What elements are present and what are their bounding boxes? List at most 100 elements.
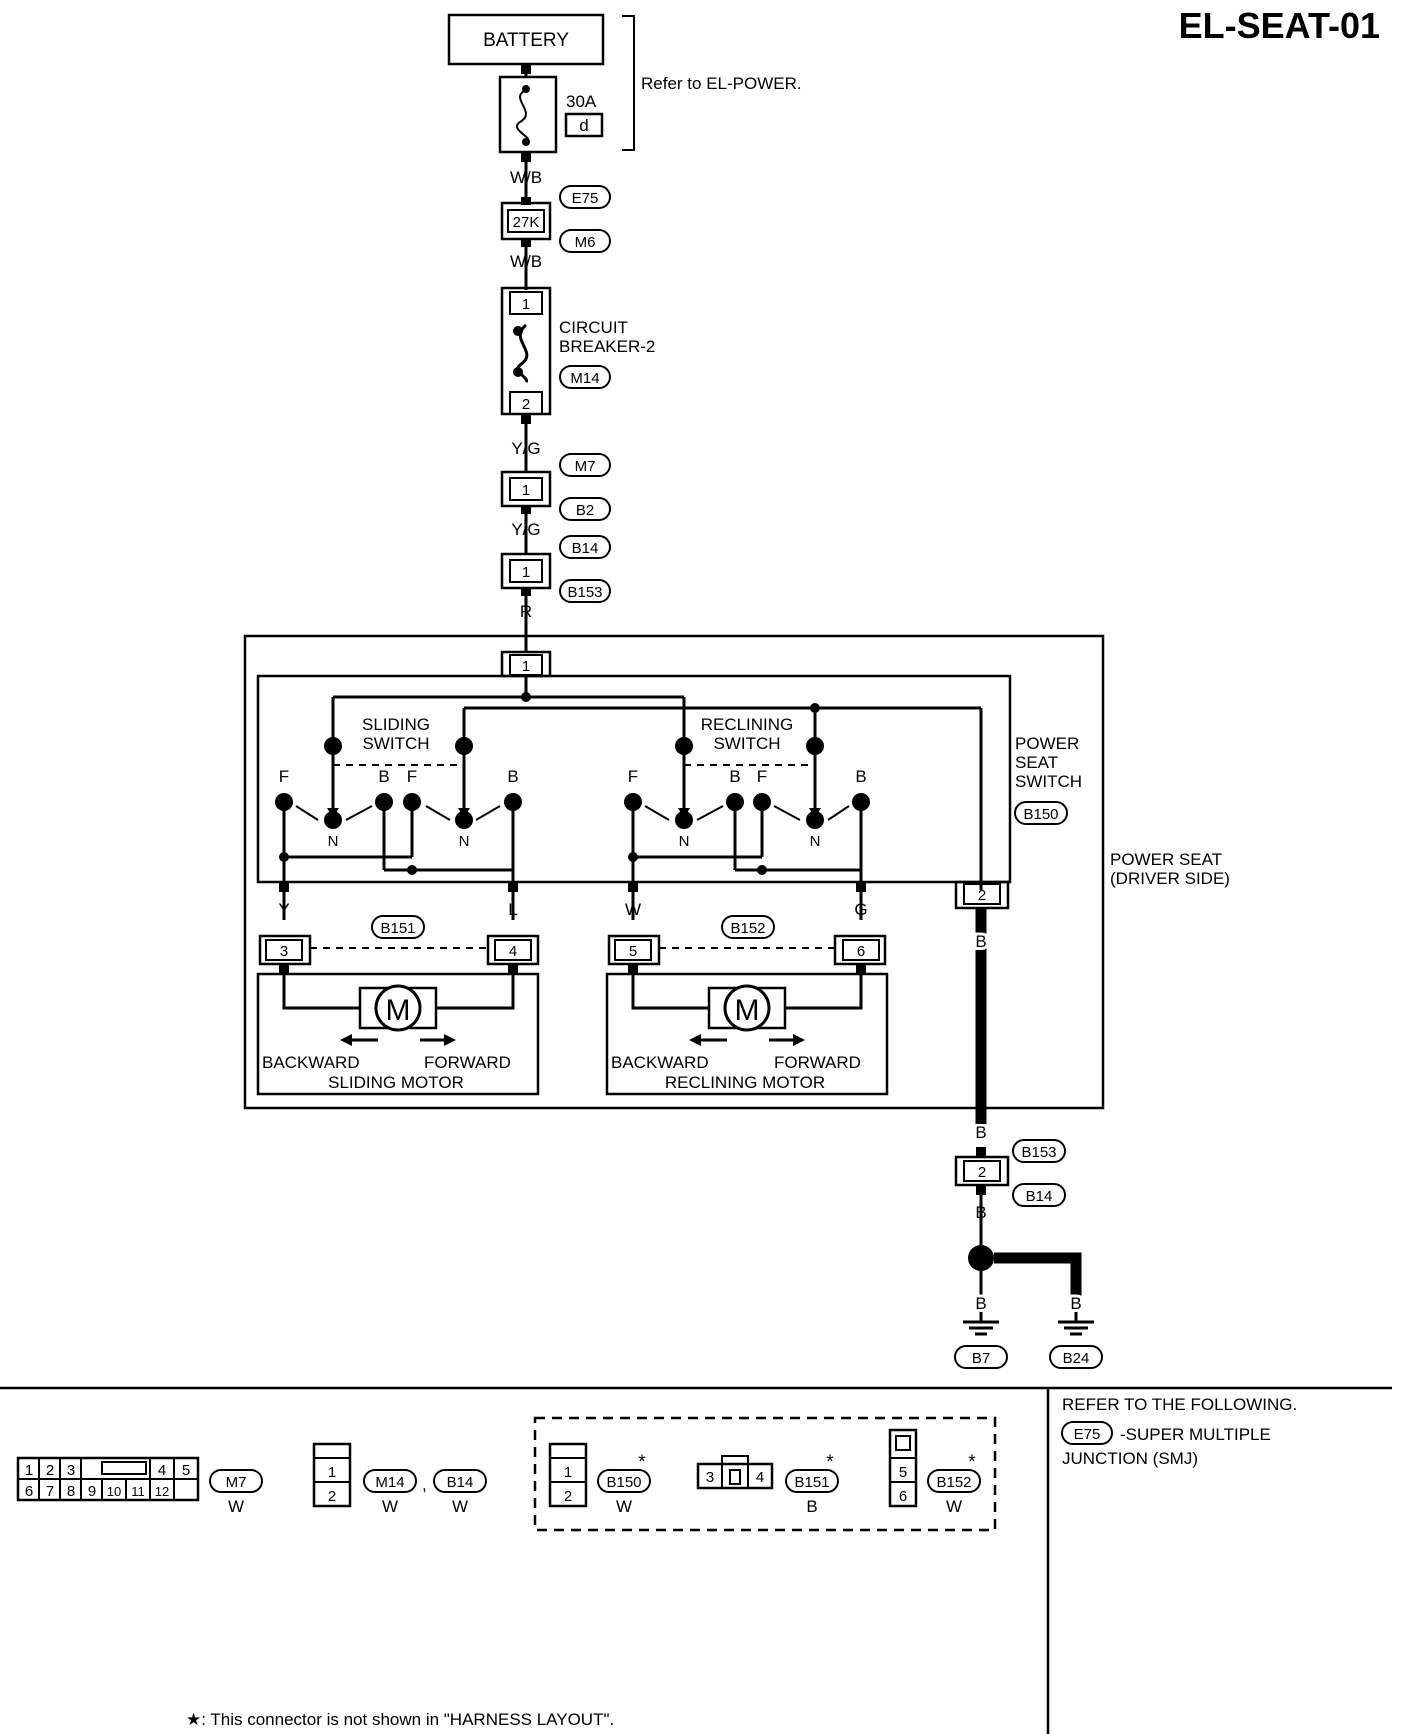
- svg-text:B: B: [806, 1497, 817, 1516]
- svg-text:B151: B151: [794, 1474, 829, 1491]
- pin-label: 27K: [513, 214, 540, 231]
- svg-text:*: *: [826, 1452, 834, 1473]
- svg-text:B152: B152: [936, 1474, 971, 1491]
- legend-m14-b14-connector: 1 2 M14 , B14 W W: [312, 1442, 487, 1516]
- sliding-n1: N: [328, 833, 339, 850]
- sliding-motor-name: SLIDING MOTOR: [328, 1073, 464, 1092]
- pin-label: 1: [522, 564, 530, 581]
- badge-m14: M14: [559, 365, 611, 389]
- svg-text:*: *: [638, 1452, 646, 1473]
- legend-m7-connector: 1 2 3 4 5 6 7 8 9 10 11 12 M7 W: [16, 1456, 263, 1516]
- connector-b14-b153: 1: [500, 552, 552, 596]
- pin-label: 1: [522, 658, 530, 675]
- battery-label: BATTERY: [483, 30, 569, 51]
- svg-text:W: W: [616, 1497, 632, 1516]
- badge-m6: M6: [559, 229, 611, 253]
- svg-text:W: W: [452, 1497, 468, 1516]
- svg-text:2: 2: [564, 1488, 572, 1505]
- reclining-backward: BACKWARD: [611, 1053, 709, 1072]
- ground-b24: B24: [1049, 1320, 1103, 1369]
- reclining-motor: M BACKWARD FORWARD RECLINING MOTOR: [605, 972, 889, 1096]
- pin-label: 5: [629, 943, 637, 960]
- badge-b14: B14: [559, 535, 611, 559]
- reclining-switch-label-1: RECLINING: [701, 715, 794, 734]
- legend-b151-connector: 3 4 B151 * B: [696, 1452, 839, 1516]
- pin-label: 4: [509, 943, 517, 960]
- power-seat-label-1: POWER SEAT: [1110, 850, 1222, 869]
- svg-text:M7: M7: [575, 458, 596, 475]
- pin-label: 3: [280, 943, 288, 960]
- reclining-n2: N: [810, 833, 821, 850]
- svg-text:B150: B150: [606, 1474, 641, 1491]
- sliding-b2: B: [507, 767, 518, 786]
- switch-label-3: SWITCH: [1015, 772, 1082, 791]
- sliding-backward: BACKWARD: [262, 1053, 360, 1072]
- badge-b152: B152: [721, 915, 775, 939]
- svg-text:1: 1: [328, 1464, 336, 1481]
- svg-text:5: 5: [182, 1462, 190, 1479]
- svg-text:8: 8: [67, 1483, 75, 1500]
- svg-text:11: 11: [131, 1484, 145, 1499]
- svg-text:M14: M14: [570, 370, 599, 387]
- legend-b150-connector: 1 2 B150 * W: [548, 1442, 651, 1516]
- svg-text:6: 6: [899, 1488, 907, 1505]
- refer-bracket: [622, 15, 635, 151]
- connector-e75-m6: 27K: [500, 197, 552, 247]
- badge-b153: B153: [559, 579, 611, 603]
- wire-color: B: [975, 932, 986, 951]
- svg-text:4: 4: [756, 1469, 764, 1486]
- svg-text:9: 9: [88, 1483, 96, 1500]
- svg-text:B153: B153: [567, 584, 602, 601]
- battery: BATTERY: [447, 13, 605, 66]
- badge-m7: M7: [559, 453, 611, 477]
- wire-color: W: [625, 900, 641, 919]
- svg-text:B7: B7: [972, 1350, 990, 1367]
- svg-text:7: 7: [46, 1483, 54, 1500]
- sliding-motor: M BACKWARD FORWARD SLIDING MOTOR: [256, 972, 540, 1096]
- sliding-f2: F: [407, 767, 417, 786]
- wire-color: Y: [278, 900, 289, 919]
- svg-text:*: *: [968, 1452, 976, 1473]
- wire-color: Y/G: [511, 439, 540, 458]
- refer-power-note: Refer to EL-POWER.: [641, 74, 802, 93]
- circuit-breaker-2: 1 2 CIRCUIT BREAKER-2: [500, 286, 655, 416]
- svg-text:12: 12: [155, 1484, 169, 1499]
- wire-color: W/B: [510, 252, 542, 271]
- svg-text:B152: B152: [730, 920, 765, 937]
- pin-label: 2: [978, 887, 986, 904]
- pin-label: 2: [978, 1164, 986, 1181]
- refer-text-2: JUNCTION (SMJ): [1062, 1449, 1198, 1468]
- svg-text:B14: B14: [572, 540, 599, 557]
- badge-b153-ground: B153: [1012, 1139, 1066, 1163]
- switch-label-1: POWER: [1015, 734, 1079, 753]
- svg-text:3: 3: [67, 1462, 75, 1479]
- fuse-block: d: [579, 116, 588, 135]
- sliding-b1: B: [378, 767, 389, 786]
- svg-text:2: 2: [328, 1488, 336, 1505]
- svg-text:B151: B151: [380, 920, 415, 937]
- svg-text:B24: B24: [1063, 1350, 1090, 1367]
- badge-b14-ground: B14: [1012, 1183, 1066, 1207]
- svg-text:W: W: [382, 1497, 398, 1516]
- svg-text:,: ,: [422, 1475, 427, 1494]
- ground-b7: B7: [954, 1320, 1008, 1369]
- motor-symbol: M: [386, 994, 411, 1027]
- svg-text:10: 10: [107, 1484, 121, 1499]
- pin-label: 1: [522, 296, 530, 313]
- badge-b2: B2: [559, 497, 611, 521]
- wire-color: B: [975, 1294, 986, 1313]
- wire-color: G: [854, 900, 867, 919]
- svg-text:6: 6: [25, 1483, 33, 1500]
- refer-text-1: -SUPER MULTIPLE: [1120, 1425, 1271, 1444]
- sliding-n2: N: [459, 833, 470, 850]
- sliding-switch-label-1: SLIDING: [362, 715, 430, 734]
- breaker-label-2: BREAKER-2: [559, 337, 655, 356]
- page-code: EL-SEAT-01: [1179, 5, 1380, 46]
- badge-e75: E75: [559, 185, 611, 209]
- legend-b152-connector: 5 6 B152 * W: [888, 1428, 981, 1516]
- power-seat-label-2: (DRIVER SIDE): [1110, 869, 1230, 888]
- svg-text:B14: B14: [1026, 1188, 1053, 1205]
- svg-text:1: 1: [564, 1464, 572, 1481]
- svg-text:2: 2: [46, 1462, 54, 1479]
